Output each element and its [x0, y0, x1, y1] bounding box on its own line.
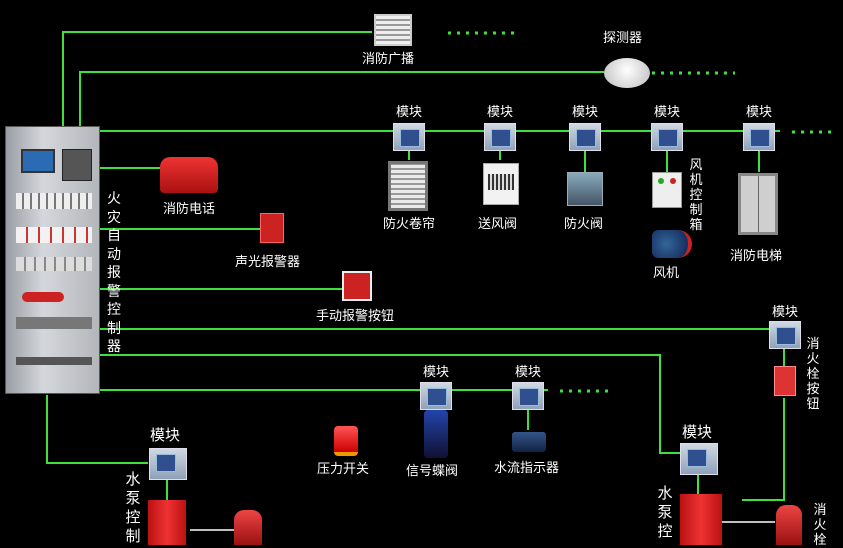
- wire-pump-left: [46, 395, 148, 464]
- fire-damper-icon: [567, 172, 603, 206]
- broadcast-label: 消防广播: [362, 52, 415, 67]
- hydrant-button-icon: [774, 366, 796, 396]
- water-flow-indicator-icon: [512, 432, 546, 452]
- alarm-icon: [260, 213, 284, 243]
- module-label: 模块: [771, 305, 798, 320]
- module-icon: [484, 123, 516, 151]
- module-label: 模块: [571, 105, 598, 120]
- module-icon: [420, 382, 452, 410]
- air-supply-valve-label: 送风阀: [478, 217, 518, 232]
- wire-hydrant-pump: [742, 398, 785, 501]
- module-label: 模块: [653, 105, 680, 120]
- wire-pump-right: [100, 354, 680, 454]
- module-label: 模块: [395, 105, 422, 120]
- module-icon: [569, 123, 601, 151]
- module-icon: [651, 123, 683, 151]
- fire-elevator-icon: [738, 173, 778, 235]
- pump-control-left-label: 水泵控制: [125, 470, 141, 545]
- fan-control-box-icon: [652, 172, 682, 208]
- fire-phone-label: 消防电话: [163, 202, 216, 217]
- module-label: 模块: [149, 426, 180, 444]
- fire-damper-label: 防火阀: [564, 217, 604, 232]
- module-icon: [769, 321, 801, 349]
- fan-label: 风机: [653, 266, 680, 281]
- sound-light-alarm-label: 声光报警器: [235, 255, 301, 270]
- controller-panel-row: [16, 193, 92, 209]
- controller-handset: [22, 292, 64, 302]
- module-label: 模块: [486, 105, 513, 120]
- pressure-switch-label: 压力开关: [317, 462, 370, 477]
- controller-panel-row: [16, 257, 92, 271]
- alarm-controller-cabinet[interactable]: [5, 126, 100, 394]
- module-icon: [680, 443, 718, 475]
- fire-elevator-label: 消防电梯: [730, 249, 783, 264]
- hydrant-button-label: 消火栓按钮: [806, 337, 820, 412]
- pump-icon: [234, 510, 262, 545]
- water-flow-indicator-label: 水流指示器: [494, 461, 560, 476]
- smoke-detector-icon: [604, 58, 650, 88]
- pump-control-right-label: 水泵控: [657, 484, 673, 540]
- controller-panel-row: [16, 317, 92, 329]
- module-icon: [393, 123, 425, 151]
- controller-panel-row: [16, 357, 92, 365]
- module-label: 模块: [681, 423, 712, 441]
- manual-button-icon: [342, 271, 372, 301]
- module-label: 模块: [514, 365, 541, 380]
- module-label: 模块: [745, 105, 772, 120]
- wire-broadcast: [62, 31, 372, 128]
- fan-control-box-label: 风机控制箱: [689, 158, 703, 233]
- controller-panel-row: [16, 227, 92, 243]
- phone-icon: [160, 157, 218, 193]
- pressure-switch-icon: [334, 426, 358, 456]
- controller-keypad: [62, 149, 92, 181]
- hydrant-partial-label: 消火栓: [813, 503, 827, 548]
- module-label: 模块: [422, 365, 449, 380]
- fan-icon: [652, 230, 692, 258]
- controller-label: 火灾自动报警控制器: [107, 191, 121, 355]
- speaker-icon: [374, 14, 412, 46]
- signal-butterfly-valve-icon: [424, 410, 448, 458]
- controller-screen: [21, 149, 55, 173]
- module-icon: [149, 448, 187, 480]
- signal-butterfly-valve-label: 信号蝶阀: [406, 464, 459, 479]
- module-icon: [512, 382, 544, 410]
- fire-shutter-label: 防火卷帘: [383, 217, 436, 232]
- pump-control-cabinet-icon: [148, 500, 186, 545]
- pump-icon: [776, 505, 802, 545]
- pump-control-cabinet-icon: [680, 494, 722, 545]
- wire-detector: [79, 71, 604, 128]
- module-icon: [743, 123, 775, 151]
- air-supply-valve-icon: [483, 163, 519, 205]
- fire-shutter-icon: [388, 161, 428, 211]
- manual-alarm-button-label: 手动报警按钮: [316, 309, 395, 324]
- detector-label: 探测器: [603, 31, 643, 46]
